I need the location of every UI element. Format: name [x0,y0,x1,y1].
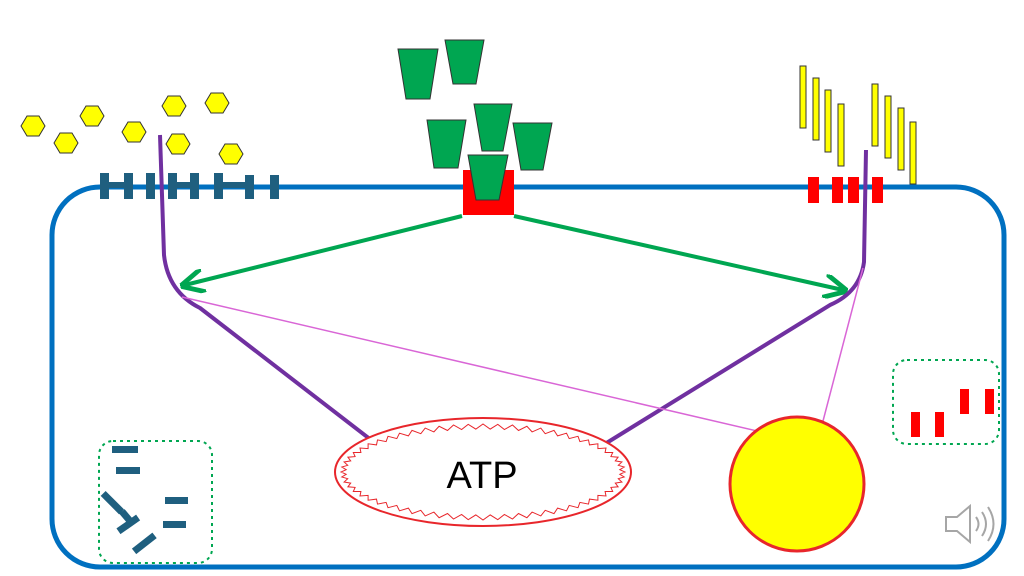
hexagon-ligand [161,95,187,117]
cell-membrane [49,184,1007,570]
blue-receptor [270,175,279,199]
pink-arrow-right [817,267,864,444]
vesicle-red-receptors [892,359,1000,445]
speaker-icon[interactable] [945,503,995,545]
red-receptor [872,177,883,203]
blue-receptor [214,173,223,199]
blue-receptor [168,173,177,199]
trapezoid-ligand [512,122,553,171]
trapezoid-ligands [397,39,553,201]
bar-ligand [884,95,892,159]
vesicle-border [892,359,1000,445]
bar-ligand [812,77,820,141]
atp-organelle: ATP [334,417,632,527]
bar-ligand [799,65,807,129]
bar-ligand [837,103,845,167]
atp-inner-membrane [339,423,627,521]
hexagon-ligand [53,132,79,154]
hexagon-ligand [204,92,230,114]
blue-receptor [245,175,254,199]
red-receptor [832,177,843,203]
blue-receptor [190,173,199,199]
vesicle-blue-receptors [98,440,213,564]
hexagon-ligand [121,121,147,143]
trapezoid-ligand [426,119,467,169]
purple-pathway-right [566,149,868,468]
yellow-organelle [728,415,866,553]
green-arrow-left [185,214,463,285]
bar-ligands [799,65,917,185]
purple-pathway-left [158,134,410,470]
bar-ligand [824,89,832,153]
trapezoid-ligand [467,154,509,201]
atp-label: ATP [446,455,517,497]
bar-ligand [871,83,879,147]
blue-receptor [100,173,109,199]
pink-arrow-left [181,296,800,441]
hexagon-ligand [20,115,46,137]
green-arrow-right [513,214,843,290]
trapezoid-ligand [444,39,485,85]
atp-outer-membrane [334,417,632,527]
trapezoid-ligand [397,48,439,100]
blue-receptors [100,173,279,199]
red-receptor [848,177,859,203]
hexagon-ligand [79,105,105,127]
blue-receptor [146,173,155,199]
red-receptor [808,177,819,203]
blue-receptor [124,173,133,199]
red-receptors [808,177,883,203]
trapezoid-ligand [473,103,513,152]
bar-ligand [897,107,905,171]
vesicle-border [98,440,213,564]
hexagon-ligands [20,92,244,165]
hexagon-ligand [218,143,244,165]
hexagon-ligand [165,133,191,155]
bar-ligand [909,121,917,185]
